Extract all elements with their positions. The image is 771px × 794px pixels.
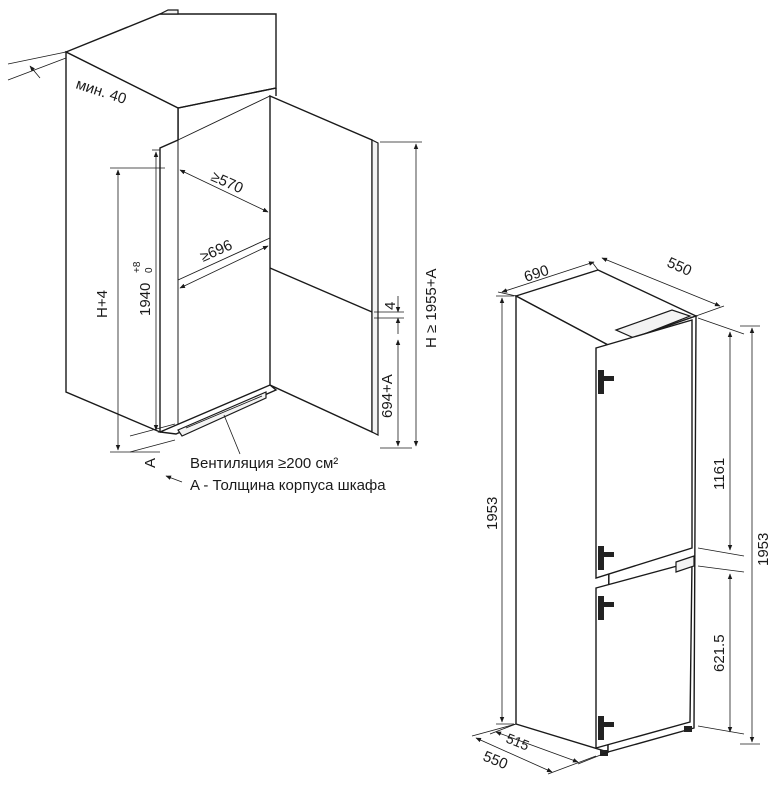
fridge-height-left-dimension: 1953 (484, 295, 514, 725)
inner-width-label: ≥696 (198, 237, 235, 266)
gap-dimension: 4 (374, 296, 404, 334)
fridge-top-rail (614, 309, 692, 339)
fridge-lower-door (595, 561, 693, 749)
cabinet-top-edge (159, 9, 179, 15)
fridge-depth-top-label: 550 (664, 254, 694, 280)
overall-height-label: H ≥ 1955+A (423, 268, 440, 348)
niche-tolerance-lower: 0 (144, 267, 155, 273)
fridge-height-right-label: 1953 (755, 533, 771, 566)
ventilation-caption: Вентиляция ≥200 см² (190, 455, 338, 472)
thickness-a-label: A (142, 458, 159, 468)
legend-a-caption: A - Толщина корпуса шкафа (190, 477, 386, 494)
ventilation-leader (223, 414, 241, 455)
ventilation-grille (177, 391, 267, 437)
lower-door-label: 694+A (379, 374, 396, 418)
fridge-width-dimension: 690 (497, 261, 599, 297)
fridge-upper-door-dimension: 1161 (697, 317, 745, 557)
height-h4-label: H+4 (94, 290, 111, 318)
thickness-a-dimension: A (129, 423, 183, 483)
inner-width-dimension: ≥696 (179, 237, 269, 289)
fridge-drawing (514, 269, 698, 756)
fridge-upper-door-label: 1161 (711, 458, 728, 490)
height-h4-dimension: H+4 (94, 167, 165, 453)
cabinet-door (269, 94, 373, 434)
gap-label: 4 (382, 302, 399, 310)
inner-depth-dimension: ≥570 (179, 168, 269, 213)
fridge-depth-inner-label: 515 (504, 730, 532, 754)
lower-door-dimension: 694+A (379, 339, 412, 449)
overall-height-dimension: H ≥ 1955+A (380, 141, 440, 447)
fridge-height-right-dimension: 1953 (740, 325, 771, 745)
fridge-lower-door-dimension: 621.5 (697, 565, 745, 735)
niche-height-label: 1940 (137, 283, 154, 316)
door-bracket (598, 370, 614, 740)
cabinet-plinth (157, 384, 278, 435)
fridge-upper-door (595, 319, 693, 579)
cabinet-left-wall (65, 50, 179, 434)
fridge-lower-door-label: 621.5 (711, 634, 728, 672)
niche-height-dimension: 1940 +8 0 (132, 149, 160, 431)
fridge-width-label: 690 (522, 262, 551, 286)
fridge-depth-bottom-label: 550 (481, 748, 511, 773)
niche-drawing (64, 9, 379, 437)
niche-tolerance-upper: +8 (132, 261, 143, 273)
fridge-height-left-label: 1953 (484, 497, 501, 530)
